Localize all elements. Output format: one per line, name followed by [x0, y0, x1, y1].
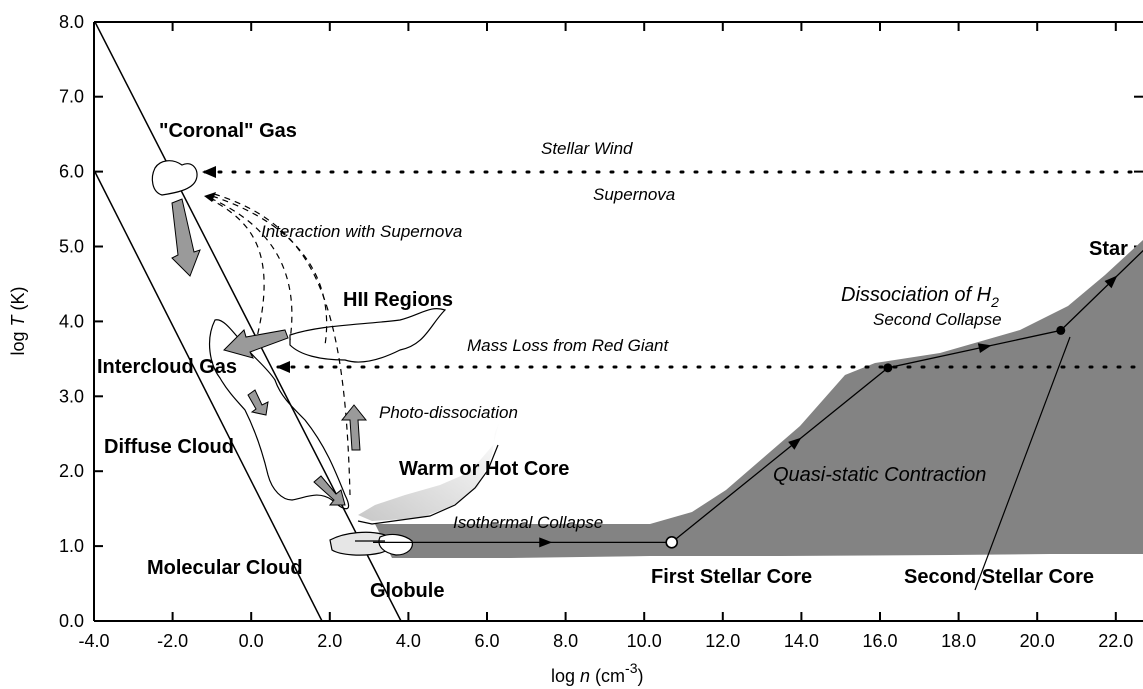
globule-label: Globule — [370, 580, 444, 602]
y-tick-label: 5.0 — [59, 237, 84, 257]
x-tick-label: -4.0 — [78, 631, 109, 651]
x-tick-label: -2.0 — [157, 631, 188, 651]
first-core-label: First Stellar Core — [651, 566, 812, 588]
dissociation-h2-label: Dissociation of H2 — [841, 284, 999, 310]
second-core-leader-line — [974, 336, 1071, 591]
x-tick-label: 6.0 — [474, 631, 499, 651]
y-tick-label: 6.0 — [59, 162, 84, 182]
mass-loss-arrowhead — [276, 361, 290, 373]
x-tick-labels: -4.0 -2.0 0.0 2.0 4.0 6.0 8.0 10.0 12.0 14.0 16.0 1… — [78, 631, 1133, 651]
coronal-gas-label: "Coronal" Gas — [159, 120, 297, 142]
coronal-gas-region — [151, 160, 198, 196]
x-tick-label: 22.0 — [1098, 631, 1133, 651]
isothermal-collapse-label: Isothermal Collapse — [453, 513, 603, 532]
x-tick-label: 0.0 — [239, 631, 264, 651]
y-tick-label: 7.0 — [59, 87, 84, 107]
hii-regions-contour — [289, 308, 447, 363]
diffuse-cloud-label: Diffuse Cloud — [104, 436, 234, 458]
x-tick-label: 14.0 — [784, 631, 819, 651]
intercloud-gas-label: Intercloud Gas — [97, 356, 237, 378]
x-axis-title: log n (cm-3) — [551, 660, 644, 686]
y-tick-label: 8.0 — [59, 12, 84, 32]
interaction-curve-1 — [207, 197, 265, 346]
warm-hot-core-label: Warm or Hot Core — [399, 458, 569, 480]
stellar-track-region — [375, 240, 1143, 558]
interaction-curve-3 — [211, 195, 328, 346]
hii-regions-label: HII Regions — [343, 289, 453, 311]
track-arrowhead — [1104, 275, 1118, 289]
x-tick-label: 8.0 — [553, 631, 578, 651]
molecular-cloud-label: Molecular Cloud — [147, 557, 303, 579]
diffuse-cloud-contour — [209, 319, 350, 510]
x-tick-label: 16.0 — [862, 631, 897, 651]
y-tick-labels: 0.0 1.0 2.0 3.0 4.0 5.0 6.0 7.0 8.0 — [59, 12, 84, 631]
gray-arrows — [171, 198, 368, 506]
interaction-supernova-label: Interaction with Supernova — [261, 222, 462, 241]
mass-loss-label: Mass Loss from Red Giant — [467, 336, 670, 355]
x-tick-label: 12.0 — [705, 631, 740, 651]
track-arrowhead — [977, 343, 992, 354]
boundary-line-lower — [94, 171, 323, 621]
supernova-label: Supernova — [593, 185, 675, 204]
x-tick-label: 2.0 — [317, 631, 342, 651]
track-point — [883, 363, 893, 373]
x-tick-label: 4.0 — [396, 631, 421, 651]
y-tick-label: 4.0 — [59, 311, 84, 331]
stellar-wind-label: Stellar Wind — [541, 139, 633, 158]
x-tick-label: 20.0 — [1020, 631, 1055, 651]
y-tick-label: 0.0 — [59, 611, 84, 631]
track-arrowhead — [539, 537, 553, 548]
x-tick-label: 18.0 — [941, 631, 976, 651]
globule-blob — [378, 533, 413, 556]
plot-area — [94, 22, 1143, 621]
y-axis-title: log T (K) — [8, 286, 28, 355]
y-tick-label: 1.0 — [59, 536, 84, 556]
track-arrowhead — [788, 437, 802, 450]
x-tick-label: 10.0 — [627, 631, 662, 651]
star-label: Star — [1089, 238, 1128, 260]
tick-marks — [94, 22, 1143, 621]
track-arrowheads — [539, 275, 1118, 548]
interaction-arrowhead — [204, 192, 216, 202]
boundary-line-upper — [94, 22, 402, 621]
track-point — [1056, 325, 1066, 335]
stellar-wind-arrowhead — [202, 166, 216, 178]
warm-hot-core-region — [358, 420, 500, 521]
track-points — [665, 325, 1066, 549]
y-tick-label: 2.0 — [59, 461, 84, 481]
quasi-static-label: Quasi-static Contraction — [773, 464, 986, 486]
interaction-curve-2 — [209, 197, 293, 341]
y-tick-label: 3.0 — [59, 386, 84, 406]
photo-dissociation-label: Photo-dissociation — [379, 403, 518, 422]
second-core-label: Second Stellar Core — [904, 566, 1094, 588]
warm-hot-core-outline — [357, 444, 499, 525]
second-collapse-label: Second Collapse — [873, 310, 1002, 329]
first-core-point — [665, 536, 679, 549]
